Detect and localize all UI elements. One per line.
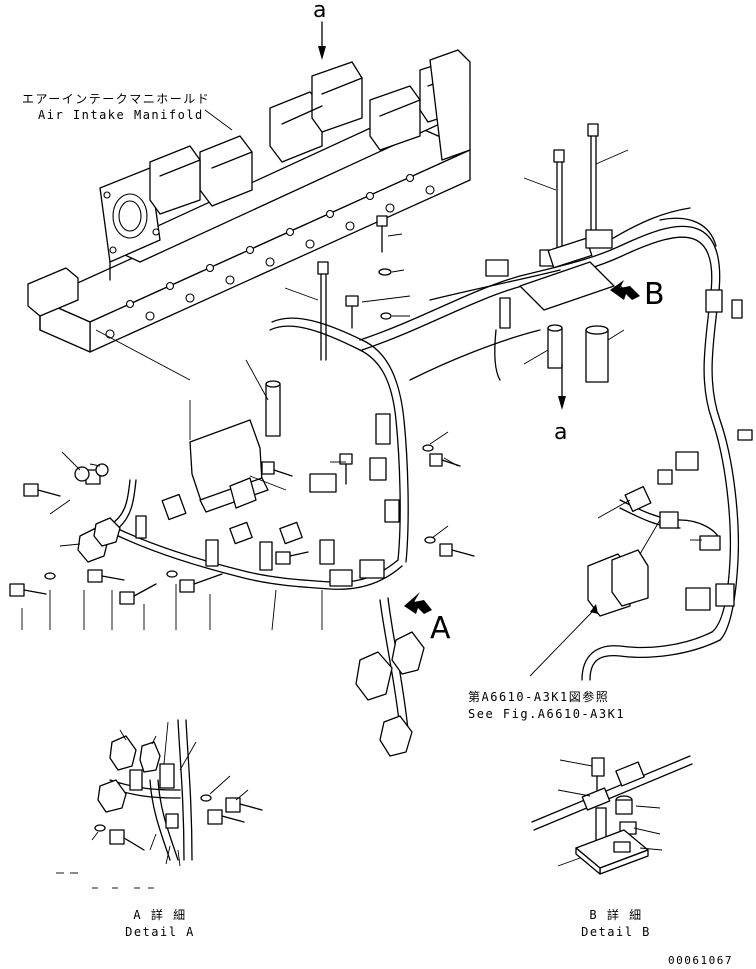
leader-lines-left (21, 233, 459, 631)
detail-a-inset (56, 719, 263, 889)
spacers-left (85, 380, 391, 545)
drawing-number: 00061067 (668, 954, 733, 967)
right-bracket-assembly (494, 229, 615, 383)
view-letter-top: a (313, 0, 327, 23)
view-arrow-b (610, 280, 640, 300)
long-bolts (317, 123, 599, 361)
reference-note-jp: 第A6610-A3K1図参照 (468, 690, 610, 704)
brackets-left (135, 419, 400, 571)
detail-letter-b: B (644, 277, 665, 312)
view-arrow-mid (558, 363, 566, 410)
detail-letter-a: A (430, 611, 451, 646)
manifold-label-jp: エアーインテークマニホールド (22, 92, 211, 106)
view-arrow-a (404, 592, 432, 614)
reference-note-en: See Fig.A6610-A3K1 (468, 707, 626, 721)
manifold-label-en: Air Intake Manifold (38, 108, 204, 122)
view-letter-mid: a (554, 420, 568, 445)
leader-lines-right (523, 149, 702, 677)
detail-b-title-en: Detail B (581, 925, 651, 939)
connectors-right (485, 249, 753, 617)
connectors-left (77, 517, 425, 757)
air-intake-manifold (27, 49, 471, 353)
detail-a-title-jp: A 詳 細 (133, 908, 187, 922)
view-arrow-top (318, 21, 326, 60)
short-bolts-and-washers (9, 215, 475, 605)
detail-a-title-en: Detail A (125, 925, 195, 939)
detail-b-title-jp: B 詳 細 (589, 908, 643, 922)
detail-b-inset (531, 755, 693, 875)
